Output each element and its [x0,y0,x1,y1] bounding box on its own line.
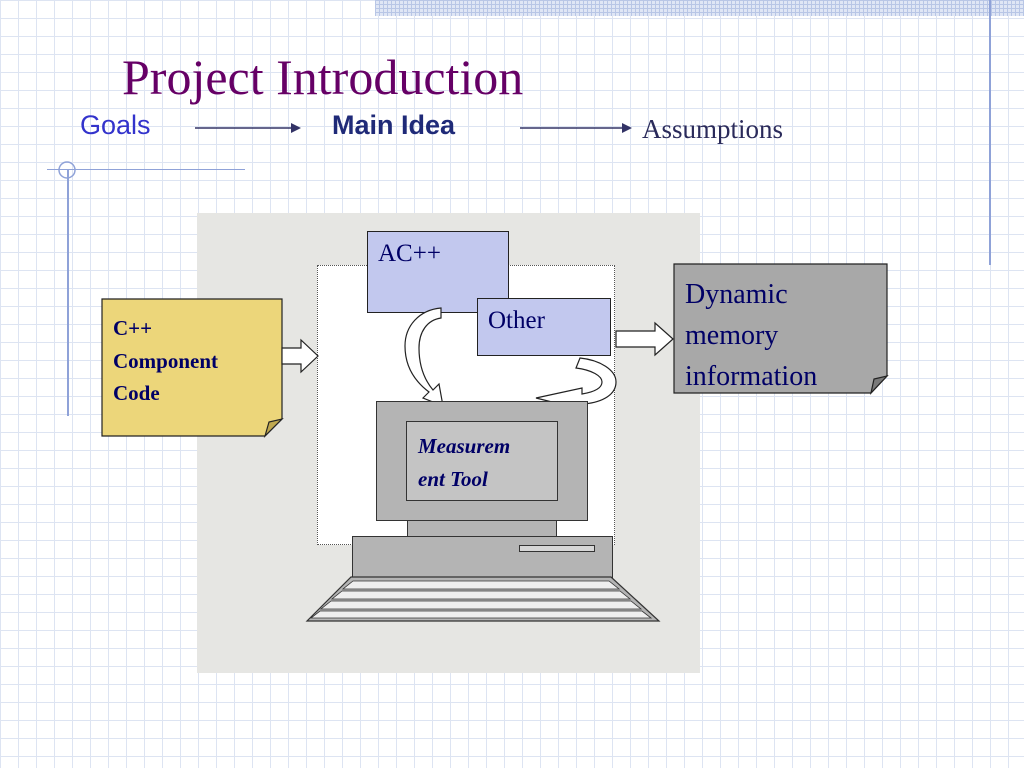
left-guide-line [67,170,69,416]
cpp-line-2: Component [113,348,219,373]
nav-goals[interactable]: Goals [80,110,151,140]
curved-arrow-left-icon [404,307,444,407]
dynamic-memory-note-shape [673,263,889,395]
cpp-line-3: Code [113,381,160,406]
underline-guide [47,169,245,170]
ac-label: AC++ [378,240,441,267]
cpp-note-shape [101,298,284,438]
keyboard-icon [305,576,661,622]
dynamic-line-1: Dynamic [685,279,788,310]
dynamic-memory-label: Dynamic memory information [685,275,817,398]
nav-assumptions[interactable]: Assumptions [642,114,784,144]
right-guide-line [989,0,991,265]
monitor-screen: Measurem ent Tool [406,421,558,501]
nav-arrow-2-icon [520,123,632,133]
measurement-line-1: Measurem [418,434,511,458]
nav-arrow-1-icon [195,123,301,133]
guide-circle-icon [58,161,76,179]
dynamic-line-3: information [685,360,818,392]
monitor-stand [407,520,557,537]
input-arrow-icon [281,338,319,374]
measurement-tool-label: Measurem ent Tool [418,430,553,495]
drive-slot [519,545,595,552]
slide-title: Project Introduction [122,49,524,105]
dynamic-line-2: memory [685,319,779,351]
header-pattern-band [375,0,1024,16]
curved-arrow-right-icon [535,357,617,411]
measurement-line-2: ent Tool [418,466,488,491]
nav-main-idea[interactable]: Main Idea [332,110,456,140]
output-arrow-icon [615,321,674,357]
other-box: Other [477,298,611,356]
cpp-component-label: C++ Component Code [113,312,218,410]
other-label: Other [488,307,545,334]
cpp-line-1: C++ [113,316,153,340]
